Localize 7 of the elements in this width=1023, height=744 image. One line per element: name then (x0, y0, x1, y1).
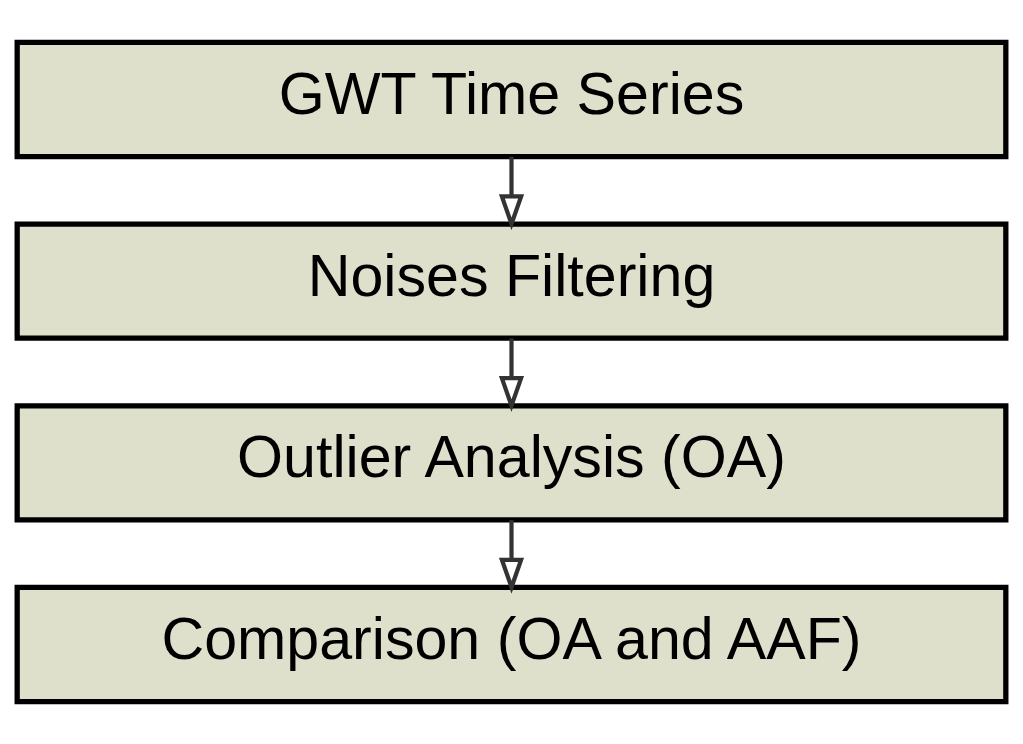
arrow (498, 520, 525, 594)
node-box: Noises Filtering (14, 221, 1009, 341)
node-box: Comparison (OA and AAF) (14, 584, 1009, 705)
node-box: GWT Time Series (14, 39, 1009, 160)
arrow (498, 338, 525, 412)
arrow (498, 156, 525, 231)
node-box: Outlier Analysis (OA) (14, 403, 1009, 523)
